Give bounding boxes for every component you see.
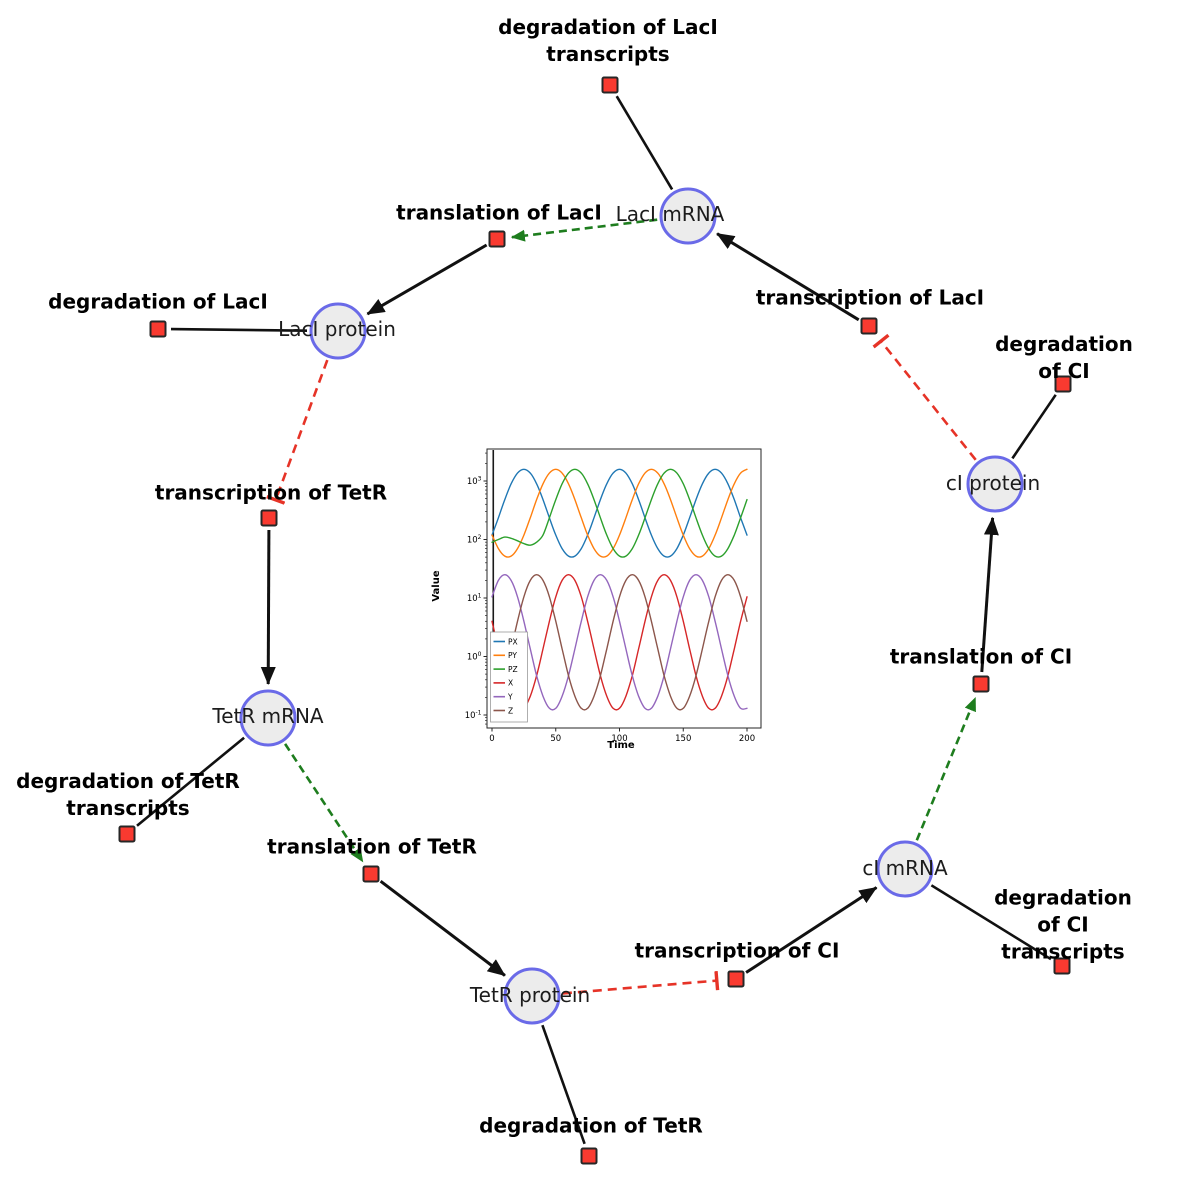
legend-label-PX: PX	[508, 637, 518, 646]
chart-plot-area: 0 50 100 150 200 103 102 101 100 10-1 PX PY PZ XYZ	[465, 448, 762, 744]
reaction-label-transl-tetr: translation of TetR	[267, 834, 477, 859]
reaction-node-deg-laci-tx	[601, 76, 619, 94]
edge-transl-tetr-tetr-protein	[379, 880, 506, 977]
reaction-node-transl-laci	[488, 230, 506, 248]
y-tick-label: 102	[467, 534, 482, 546]
edge-tetr-protein-deg-tetr	[541, 1024, 586, 1145]
reaction-node-transl-tetr	[362, 865, 380, 883]
reaction-label-transcr-tetr: transcription of TetR	[154, 480, 388, 505]
legend-label-X: X	[508, 679, 513, 688]
reaction-node-deg-ci-tx	[1053, 957, 1071, 975]
reaction-label-deg-ci-tx: degradation of CI transcripts	[994, 885, 1132, 964]
edge-ci-protein-deg-ci	[1011, 394, 1057, 460]
reaction-node-transcr-tetr	[260, 509, 278, 527]
reaction-label-transl-ci: translation of CI	[889, 644, 1073, 669]
reaction-label-transl-laci: translation of LacI	[396, 200, 602, 225]
x-tick-label: 50	[550, 734, 561, 744]
series-PZ	[491, 468, 748, 558]
series-PY	[491, 468, 748, 558]
x-tick-label: 0	[489, 734, 494, 744]
edge-transl-laci-laci-protein	[366, 243, 488, 316]
species-label-tetr-mrna: TetR mRNA	[212, 704, 324, 728]
y-tick-label: 100	[467, 651, 482, 663]
species-node-tetr-protein	[503, 967, 561, 1025]
legend-label-Y: Y	[507, 693, 513, 702]
y-ticks: 103 102 101 100 10-1	[465, 452, 487, 725]
x-tick-label: 150	[675, 734, 691, 744]
chart-series	[491, 468, 748, 711]
edge-ci-mrna-deg-ci-tx	[930, 884, 1052, 961]
species-label-laci-protein: LacI protein	[278, 317, 396, 341]
edge-transcr-ci-ci-mrna	[745, 886, 878, 974]
reaction-node-deg-laci	[149, 320, 167, 338]
x-axis-title: Time	[607, 740, 635, 751]
reaction-node-transl-ci	[972, 675, 990, 693]
reaction-label-deg-tetr: degradation of TetR	[479, 1113, 703, 1138]
species-node-laci-protein	[309, 302, 367, 360]
species-node-laci-mrna	[659, 187, 717, 245]
edge-tetr-mrna-transl-tetr	[284, 743, 364, 863]
edge-laci-protein-deg-laci	[170, 327, 308, 332]
x-tick-label: 100	[611, 734, 627, 744]
reaction-node-deg-ci	[1054, 375, 1072, 393]
edge-transcr-laci-laci-mrna	[716, 232, 860, 322]
species-label-tetr-protein: TetR protein	[469, 983, 591, 1007]
species-node-ci-mrna	[876, 840, 934, 898]
reaction-node-transcr-laci	[860, 317, 878, 335]
legend: PX PY PZ XYZ	[490, 631, 528, 723]
reaction-node-transcr-ci	[727, 970, 745, 988]
legend-label-PZ: PZ	[508, 665, 518, 674]
y-tick-label: 101	[467, 593, 482, 605]
reaction-label-deg-ci: degradation of CI	[995, 332, 1133, 383]
time-series-chart: 0 50 100 150 200 103 102 101 100 10-1 PX PY PZ XYZ Va…	[431, 448, 762, 751]
edge-laci-protein-transcr-tetr	[266, 359, 329, 505]
reaction-label-transcr-ci: transcription of CI	[634, 938, 840, 963]
x-ticks: 0 50 100 150 200	[489, 728, 755, 744]
species-node-ci-protein	[966, 455, 1024, 513]
series-Z	[491, 574, 748, 711]
edge-tetr-mrna-deg-tetr-tx	[136, 736, 245, 827]
x-tick-label: 200	[739, 734, 755, 744]
reaction-label-deg-tetr-tx: degradation of TetR transcripts	[16, 769, 240, 820]
species-label-laci-mrna: LacI mRNA	[615, 202, 725, 226]
legend-label-PY: PY	[508, 651, 517, 660]
y-axis-title: Value	[431, 570, 442, 601]
species-node-tetr-mrna	[239, 689, 297, 747]
reaction-label-deg-laci: degradation of LacI	[48, 289, 268, 314]
y-tick-label: 103	[467, 476, 482, 488]
edge-laci-mrna-transl-laci	[510, 218, 658, 242]
legend-label-Z: Z	[508, 706, 513, 715]
reaction-label-transcr-laci: transcription of LacI	[755, 285, 985, 310]
reaction-node-deg-tetr	[580, 1147, 598, 1165]
series-PX	[491, 468, 748, 558]
series-Y	[491, 574, 748, 711]
edge-laci-mrna-deg-laci-tx	[615, 95, 674, 191]
reaction-node-deg-tetr-tx	[118, 825, 136, 843]
series-X	[491, 574, 748, 711]
y-tick-label: 10-1	[465, 710, 482, 722]
edge-transl-ci-ci-protein	[980, 516, 999, 673]
plot-frame	[486, 448, 762, 729]
edge-tetr-protein-transcr-ci	[562, 971, 720, 995]
edge-ci-protein-transcr-laci	[872, 333, 977, 461]
edge-transcr-tetr-tetr-mrna	[260, 529, 276, 685]
species-label-ci-protein: cI protein	[945, 471, 1041, 495]
species-label-ci-mrna: cI mRNA	[862, 856, 948, 880]
reaction-label-deg-laci-tx: degradation of LacI transcripts	[498, 15, 718, 66]
